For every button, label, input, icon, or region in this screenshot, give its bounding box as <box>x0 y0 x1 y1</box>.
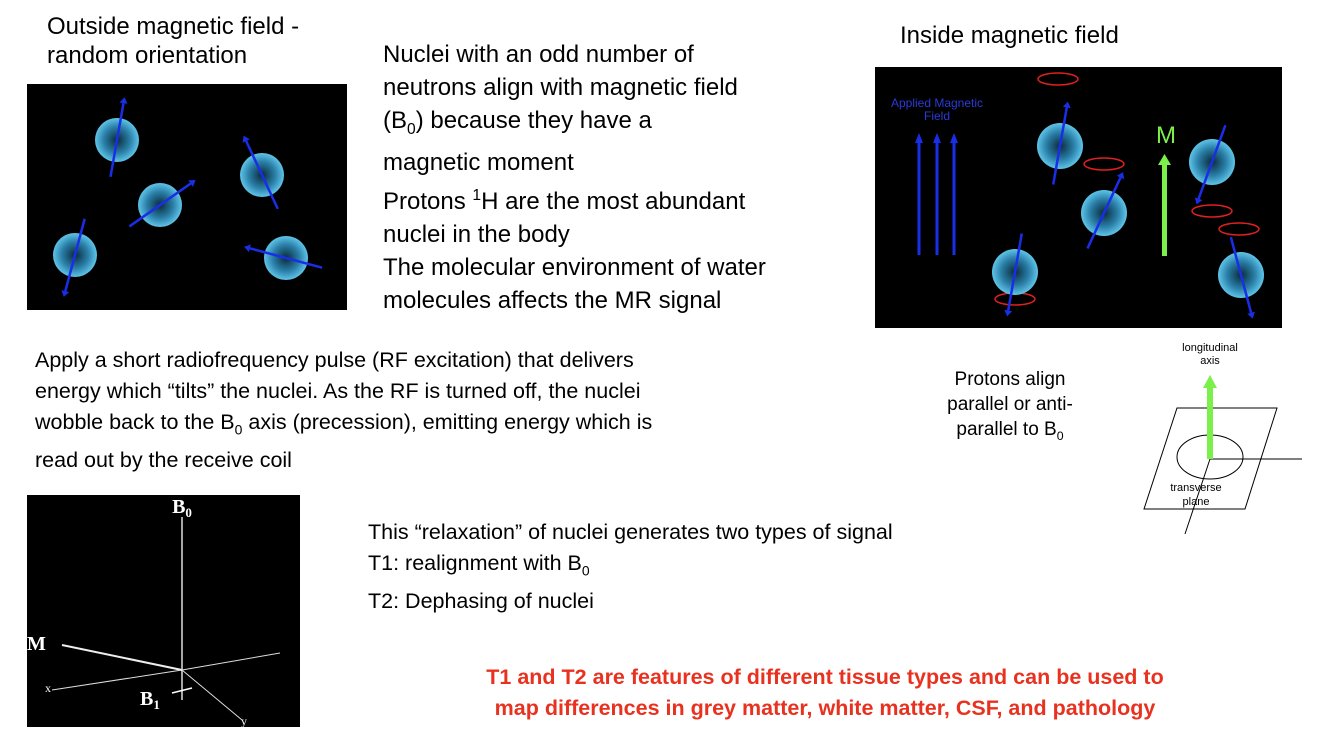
text-line: This “relaxation” of nuclei generates tw… <box>368 520 893 544</box>
spin-arrow <box>245 140 279 210</box>
spin-arrowhead <box>119 97 128 104</box>
left-heading-line: random orientation <box>47 42 248 69</box>
outside-field-figure <box>27 84 347 310</box>
field-arrowhead <box>933 133 941 143</box>
spin-arrow <box>1051 107 1069 185</box>
spin-arrowhead <box>1116 172 1125 180</box>
spin-arrow <box>109 102 125 178</box>
transverse-label: plane <box>1183 496 1210 508</box>
left-heading-line: Outside magnetic field - <box>47 13 300 40</box>
z-axis-extension <box>181 652 281 671</box>
rf-paragraph: Apply a short radiofrequency pulse (RF e… <box>35 345 652 476</box>
inside-field-figure: Applied Magnetic Field M <box>875 67 1282 328</box>
m-arrow-shaft <box>1207 387 1213 459</box>
spin-arrow <box>1229 236 1253 314</box>
text-line: T1: realignment with B0 <box>368 551 590 579</box>
spin-arrowhead <box>1004 309 1013 317</box>
text-line: read out by the receive coil <box>35 448 292 473</box>
spin-arrowhead <box>242 135 250 143</box>
longitudinal-label: axis <box>1200 355 1220 367</box>
spin-arrowhead <box>1247 311 1255 319</box>
x-axis <box>51 669 183 691</box>
spin-arrow <box>128 182 192 228</box>
left-heading: Outside magnetic field - random orientat… <box>47 12 299 70</box>
b1-label: B1 <box>140 688 160 712</box>
precession-ring <box>1037 72 1079 86</box>
spin-arrowhead <box>61 290 70 297</box>
spin-arrow <box>1086 177 1122 249</box>
axis-diagram: longitudinal axis transverse plane <box>1143 342 1302 535</box>
spin-arrowhead <box>1194 197 1203 205</box>
text-line: T1 and T2 are features of different tiss… <box>486 665 1164 689</box>
transverse-label: transverse <box>1170 482 1221 494</box>
center-text: Nuclei with an odd number of neutrons al… <box>383 38 766 317</box>
transverse-plane <box>1143 407 1278 510</box>
applied-field-label: Applied Magnetic <box>891 96 983 110</box>
text-line: Apply a short radiofrequency pulse (RF e… <box>35 348 634 372</box>
m-vector <box>61 644 183 671</box>
m-label: M <box>1156 122 1176 149</box>
y-axis <box>181 669 243 721</box>
m-arrow-head <box>1203 375 1217 388</box>
text-line: molecules affects the MR signal <box>383 286 722 314</box>
text-line: magnetic moment <box>383 148 574 176</box>
precession-figure: B0 M B1 x y <box>27 495 300 727</box>
m-arrowhead <box>1158 154 1171 165</box>
text-line: Nuclei with an odd number of <box>383 41 694 68</box>
precession-ring <box>1218 222 1260 236</box>
field-arrowhead <box>950 133 958 143</box>
text-line: nuclei in the body <box>383 220 570 248</box>
field-arrowhead <box>915 133 923 143</box>
text-line: neutrons align with magnetic field <box>383 74 738 101</box>
longitudinal-label: longitudinal <box>1182 342 1238 354</box>
y-label: y <box>241 714 247 727</box>
text-line: (B0) because they have a <box>383 107 652 138</box>
text-line: T2: Dephasing of nuclei <box>368 589 594 614</box>
spin-arrow <box>1197 124 1227 200</box>
spin-arrowhead <box>188 180 196 187</box>
protons-align-text: Protons align parallel or anti- parallel… <box>947 369 1073 443</box>
applied-field-label: Field <box>924 109 950 123</box>
x-label: x <box>45 681 51 695</box>
right-heading: Inside magnetic field <box>900 22 1119 49</box>
text-line: energy which “tilts” the nuclei. As the … <box>35 379 641 403</box>
spin-arrow <box>249 247 323 269</box>
precession-ring <box>1191 204 1233 218</box>
spin-arrow <box>64 218 86 292</box>
relaxation-text: This “relaxation” of nuclei generates tw… <box>368 517 893 617</box>
b1-vector <box>171 687 193 694</box>
y-axis-line <box>1184 458 1211 535</box>
text-line: wobble back to the B0 axis (precession),… <box>35 410 653 438</box>
m-label: M <box>27 633 46 655</box>
spin-arrowhead <box>244 244 251 253</box>
precession-ring <box>1083 157 1125 171</box>
spin-arrowhead <box>1062 101 1071 109</box>
b0-label: B0 <box>172 496 192 520</box>
m-arrow <box>1162 163 1167 256</box>
text-line: map differences in grey matter, white ma… <box>494 696 1156 720</box>
text-line: The molecular environment of water <box>383 253 766 281</box>
conclusion-text: T1 and T2 are features of different tiss… <box>400 662 1250 724</box>
spin-arrow <box>1006 233 1024 311</box>
background <box>875 67 1282 328</box>
text-line: Protons 1H are the most abundant <box>383 186 746 215</box>
